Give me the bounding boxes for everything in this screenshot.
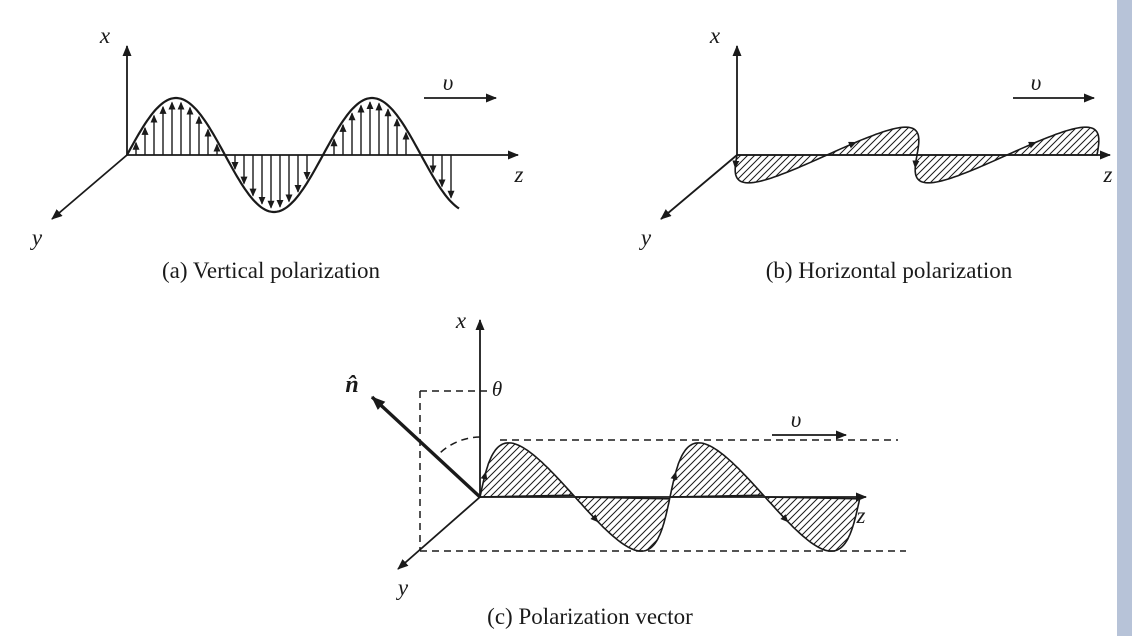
wave-lobes-group (732, 126, 1100, 184)
normal-vector-label: n̂ (345, 372, 358, 398)
lobe-direction-arrow (480, 471, 488, 481)
y-axis (660, 154, 738, 220)
wave-lobe (573, 496, 671, 552)
panel-b-caption: (b) Horizontal polarization (766, 258, 1013, 283)
velocity-label: υ (791, 407, 802, 432)
polarization-vector-arrow (370, 395, 482, 499)
y-axis-label: y (639, 225, 652, 250)
lobe-direction-arrow (780, 514, 789, 523)
sine-wave-group (126, 96, 460, 214)
lobe-direction-arrow (670, 471, 678, 481)
page-edge-strip (1117, 0, 1132, 636)
wave-lobe (668, 442, 766, 498)
wave-lobe (914, 154, 1008, 184)
panel-b-horizontal-polarization: x y z υ (b) Horizontal polarization (639, 23, 1113, 283)
wave-lobe (826, 126, 920, 156)
wave-lobe (763, 496, 861, 552)
wave-lobe (734, 154, 828, 184)
lobe-direction-arrow (590, 514, 599, 523)
panel-a-vertical-polarization: x y z υ (a) Vertical polarization (30, 23, 524, 283)
y-axis-label: y (30, 225, 43, 250)
y-axis (51, 154, 128, 220)
panel-c-caption: (c) Polarization vector (487, 604, 693, 629)
z-axis-label: z (856, 503, 866, 528)
z-axis-label: z (514, 162, 524, 187)
panel-a-caption: (a) Vertical polarization (162, 258, 380, 283)
x-axis-label: x (709, 23, 721, 48)
x-axis-label: x (99, 23, 111, 48)
sine-wave-curve (126, 96, 460, 214)
field-arrows-group (132, 101, 455, 209)
y-axis-label: y (396, 575, 409, 600)
velocity-label: υ (443, 70, 454, 95)
lobe-direction-arrow (847, 141, 857, 149)
wave-lobe (478, 442, 576, 498)
panel-c-polarization-vector: n̂ θ x y z υ (c) Polarization vector (345, 308, 906, 629)
wave-lobes-group (478, 442, 861, 552)
lobe-direction-arrow (1027, 141, 1037, 149)
theta-angle-arc (435, 436, 481, 458)
velocity-label: υ (1031, 70, 1042, 95)
wave-lobe (1006, 126, 1100, 156)
x-axis-label: x (455, 308, 467, 333)
theta-label: θ (492, 377, 502, 401)
z-axis-label: z (1103, 162, 1113, 187)
y-axis (397, 496, 481, 570)
